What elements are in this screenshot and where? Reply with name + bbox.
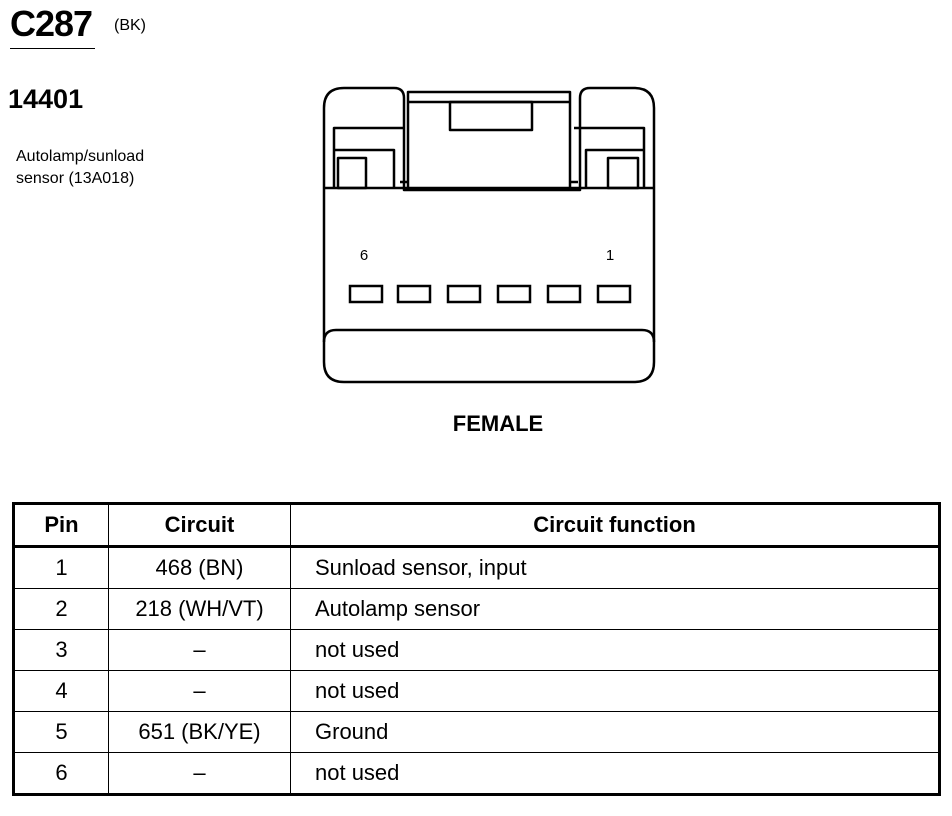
cell-pin: 4 [13,670,109,712]
connector-lower-lip [322,328,656,343]
cell-circuit: 468 (BN) [108,546,291,589]
cell-circuit: – [108,670,291,712]
part-number: 14401 [8,84,84,114]
cell-circuit: 218 (WH/VT) [108,588,291,630]
table-row: 5 651 (BK/YE) Ground [13,711,940,753]
connector-body-outline [322,86,656,384]
cell-pin: 5 [13,711,109,753]
cell-circuit: – [108,752,291,795]
table-row: 2 218 (WH/VT) Autolamp sensor [13,588,940,630]
left-latch-window [336,156,368,190]
pin-table: Pin Circuit Circuit function 1 468 (BN) … [12,502,941,796]
header-circuit-function: Circuit function [290,503,940,548]
cell-circuit: – [108,629,291,671]
pin-label-right: 1 [606,247,614,264]
pin-label-left: 6 [360,247,368,264]
right-latch [574,126,646,188]
left-latch-inner [334,148,396,188]
pin-cavity-1 [596,284,632,304]
header-circuit: Circuit [108,503,291,548]
table-row: 4 – not used [13,670,940,712]
top-key-window [448,100,534,132]
pin-cavity-5 [396,284,432,304]
component-description: Autolamp/sunload sensor (13A018) [16,148,145,187]
pin-cavity-6 [348,284,384,304]
cell-function: not used [290,670,940,712]
connector-face-drawing: 6 1 [322,86,656,384]
table-header-row: Pin Circuit Circuit function [13,503,940,548]
connector-color: (BK) [114,17,146,34]
cell-function: Ground [290,711,940,753]
header-pin: Pin [13,503,109,548]
connector-id: C287 [10,3,93,44]
table-row: 6 – not used [13,752,940,795]
table-row: 1 468 (BN) Sunload sensor, input [13,546,940,589]
pin-cavity-4 [446,284,482,304]
right-latch-inner [584,148,644,188]
pin-cavity-2 [546,284,582,304]
right-latch-window [606,156,640,190]
cell-function: Sunload sensor, input [290,546,940,589]
cell-pin: 2 [13,588,109,630]
connector-id-underline [10,48,95,49]
pin-cavity-3 [496,284,532,304]
top-key [406,90,572,190]
table-row: 3 – not used [13,629,940,671]
cell-function: not used [290,752,940,795]
cell-pin: 1 [13,546,109,589]
cell-circuit: 651 (BK/YE) [108,711,291,753]
cell-function: Autolamp sensor [290,588,940,630]
cell-pin: 6 [13,752,109,795]
cell-pin: 3 [13,629,109,671]
connector-gender-label: FEMALE [452,411,544,436]
cell-function: not used [290,629,940,671]
left-latch [332,126,404,188]
